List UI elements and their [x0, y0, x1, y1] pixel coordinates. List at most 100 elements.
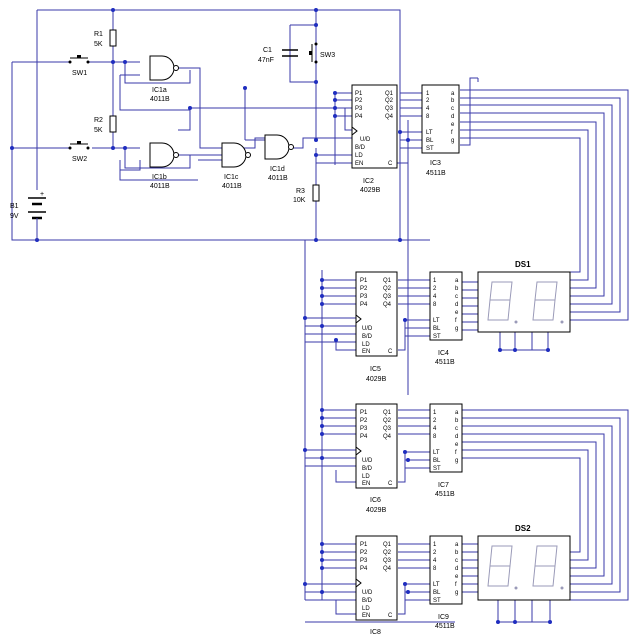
- junction-dots: [10, 8, 552, 624]
- ic4-decoder: 1 2 4 8 LT BL ST a b c d e f g IC4 4511B: [429, 271, 463, 366]
- ic8-pin-q3: Q3: [383, 558, 392, 564]
- display-ds2: DS2: [477, 524, 571, 601]
- sw3-label: SW3: [320, 52, 335, 59]
- ic4-pin-f: f: [455, 318, 457, 324]
- ds2-label: DS2: [515, 524, 531, 533]
- ic9-pin-f: f: [455, 582, 457, 588]
- ic6-pin-ud: U/D: [362, 458, 373, 464]
- ic4-pin-b: b: [455, 286, 459, 292]
- ic4-pin-e: e: [455, 310, 459, 316]
- ic9-pin-bl: BL: [433, 590, 441, 596]
- ic1a-part: 4011B: [150, 96, 170, 103]
- ic5-pin-q1: Q1: [383, 278, 392, 284]
- ic5-ref: IC5: [370, 366, 381, 373]
- ic4-pin-a: a: [455, 278, 459, 284]
- ic3-pin-a: a: [451, 91, 455, 97]
- ic9-pin-4: 4: [433, 558, 437, 564]
- resistor-r1: R1 5K: [94, 29, 117, 48]
- ic5-part: 4029B: [366, 376, 387, 383]
- ic5-pin-q2: Q2: [383, 286, 392, 292]
- ic3-pin-e: e: [451, 122, 455, 128]
- ic8-pin-p1: P1: [360, 542, 368, 548]
- ic7-pin-bl: BL: [433, 458, 441, 464]
- ic7-pin-f: f: [455, 450, 457, 456]
- ic4-pin-g: g: [455, 326, 458, 332]
- ic9-pin-e: e: [455, 574, 459, 580]
- r3-value: 10K: [293, 197, 306, 204]
- ic3-pin-2: 2: [426, 98, 430, 104]
- ic2-pin-p1: P1: [355, 91, 363, 97]
- ic2-part: 4029B: [360, 187, 381, 194]
- ic3-ref: IC3: [430, 160, 441, 167]
- battery-plus-label: +: [40, 191, 44, 198]
- ic6-pin-q3: Q3: [383, 426, 392, 432]
- ic2-pin-ld: LD: [355, 153, 363, 159]
- r3-ref: R3: [296, 188, 305, 195]
- ic7-pin-b: b: [455, 418, 459, 424]
- ic3-pin-b: b: [451, 98, 455, 104]
- ic8-pin-en: EN: [362, 613, 370, 619]
- ic9-pin-lt: LT: [433, 582, 440, 588]
- ic5-pin-ld: LD: [362, 342, 370, 348]
- ic8-counter: P1 P2 P3 P4 Q1 Q2 Q3 Q4 U/D B/D LD EN C …: [355, 535, 398, 636]
- wires: [11, 9, 629, 623]
- ic3-pin-bl: BL: [426, 138, 434, 144]
- ic5-pin-c: C: [388, 349, 393, 355]
- ic7-pin-c: c: [455, 426, 458, 432]
- ic2-pin-bd: B/D: [355, 145, 366, 151]
- ic1b-ref: IC1b: [152, 174, 167, 181]
- ic5-pin-p2: P2: [360, 286, 368, 292]
- ic9-pin-b: b: [455, 550, 459, 556]
- display-ds1: DS1: [477, 260, 571, 333]
- ic2-pin-c: C: [388, 161, 393, 167]
- ic2-pin-p4: P4: [355, 114, 363, 120]
- switch-sw3: SW3: [309, 42, 335, 64]
- ic6-part: 4029B: [366, 507, 387, 514]
- ic5-counter: P1 P2 P3 P4 Q1 Q2 Q3 Q4 U/D B/D LD EN C …: [355, 271, 398, 383]
- b1-ref: B1: [10, 203, 19, 210]
- resistor-r3: R3 10K: [293, 184, 320, 204]
- ic7-decoder: 1 2 4 8 LT BL ST a b c d e f g IC7 4511B: [429, 403, 463, 498]
- ic9-ref: IC9: [438, 614, 449, 621]
- ic8-pin-q2: Q2: [383, 550, 392, 556]
- nand-gate-ic1a: IC1a 4011B: [149, 55, 179, 103]
- c1-value: 47nF: [258, 57, 274, 64]
- ic6-ref: IC6: [370, 497, 381, 504]
- ic7-pin-8: 8: [433, 434, 437, 440]
- ic3-pin-g: g: [451, 138, 454, 144]
- ic6-pin-bd: B/D: [362, 466, 373, 472]
- ic8-pin-bd: B/D: [362, 598, 373, 604]
- ic4-pin-lt: LT: [433, 318, 440, 324]
- ic8-pin-p2: P2: [360, 550, 368, 556]
- ic8-pin-q1: Q1: [383, 542, 392, 548]
- nand-gate-ic1b: IC1b 4011B: [149, 142, 179, 190]
- ic7-pin-2: 2: [433, 418, 437, 424]
- ic2-ref: IC2: [363, 178, 374, 185]
- ic5-pin-q3: Q3: [383, 294, 392, 300]
- nand-gate-ic1d: IC1d 4011B: [264, 134, 294, 182]
- ic2-pin-q3: Q3: [385, 106, 394, 112]
- ic3-pin-lt: LT: [426, 130, 433, 136]
- ic5-pin-p3: P3: [360, 294, 368, 300]
- ic1a-ref: IC1a: [152, 87, 167, 94]
- ic6-pin-en: EN: [362, 481, 370, 487]
- ic2-pin-q4: Q4: [385, 114, 394, 120]
- ic8-pin-c: C: [388, 613, 393, 619]
- ic6-pin-q2: Q2: [383, 418, 392, 424]
- r1-value: 5K: [94, 41, 103, 48]
- ic2-counter: P1 P2 P3 P4 Q1 Q2 Q3 Q4 U/D B/D LD EN C …: [351, 84, 398, 194]
- resistor-r2: R2 5K: [94, 115, 117, 134]
- ic8-pin-ld: LD: [362, 606, 370, 612]
- ic6-pin-p1: P1: [360, 410, 368, 416]
- r2-ref: R2: [94, 117, 103, 124]
- ic7-ref: IC7: [438, 482, 449, 489]
- ds1-label: DS1: [515, 260, 531, 269]
- ic4-pin-8: 8: [433, 302, 437, 308]
- ic9-pin-g: g: [455, 590, 458, 596]
- ic5-pin-en: EN: [362, 349, 370, 355]
- switch-sw1: SW1: [66, 55, 92, 77]
- ic5-pin-ud: U/D: [362, 326, 373, 332]
- ic7-pin-4: 4: [433, 426, 437, 432]
- ic5-pin-p4: P4: [360, 302, 368, 308]
